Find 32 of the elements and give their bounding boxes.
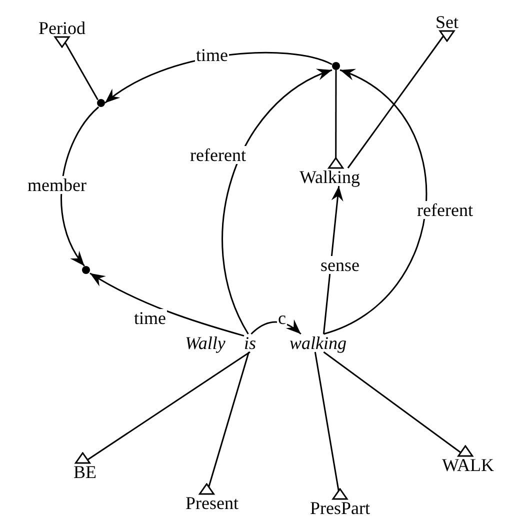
concept-label: WALK: [442, 456, 494, 474]
node-dot: [332, 62, 340, 70]
word-label: walking: [290, 334, 346, 352]
arrow: [90, 272, 244, 337]
arrow: [250, 320, 302, 335]
arrow: [323, 69, 427, 335]
isa-line: [54, 36, 98, 100]
word-label: is: [244, 334, 256, 352]
isa-line: [314, 352, 348, 500]
concept-label: Present: [186, 494, 238, 512]
arrow: [322, 186, 344, 334]
edge-label: member: [26, 176, 88, 194]
isa-line: [347, 30, 455, 168]
concept-label: Set: [436, 13, 459, 31]
concept-label: Walking: [300, 168, 360, 186]
node-dot: [82, 266, 90, 274]
concept-label: Period: [38, 19, 86, 37]
isa-line: [74, 351, 250, 464]
edge-label: time: [133, 309, 167, 327]
edge-label: time: [195, 46, 229, 64]
isa-line: [323, 351, 474, 457]
word-label: Wally: [185, 334, 226, 352]
concept-label: BE: [74, 463, 97, 481]
concept-label: PresPart: [310, 499, 370, 517]
edge-label: referent: [189, 146, 247, 164]
isa-line: [198, 352, 250, 495]
edge-label: sense: [320, 256, 360, 274]
arrow: [60, 106, 100, 266]
arrow: [222, 69, 332, 334]
edge-label: referent: [416, 201, 474, 219]
isa-line: [328, 70, 344, 169]
node-dot: [97, 99, 105, 107]
